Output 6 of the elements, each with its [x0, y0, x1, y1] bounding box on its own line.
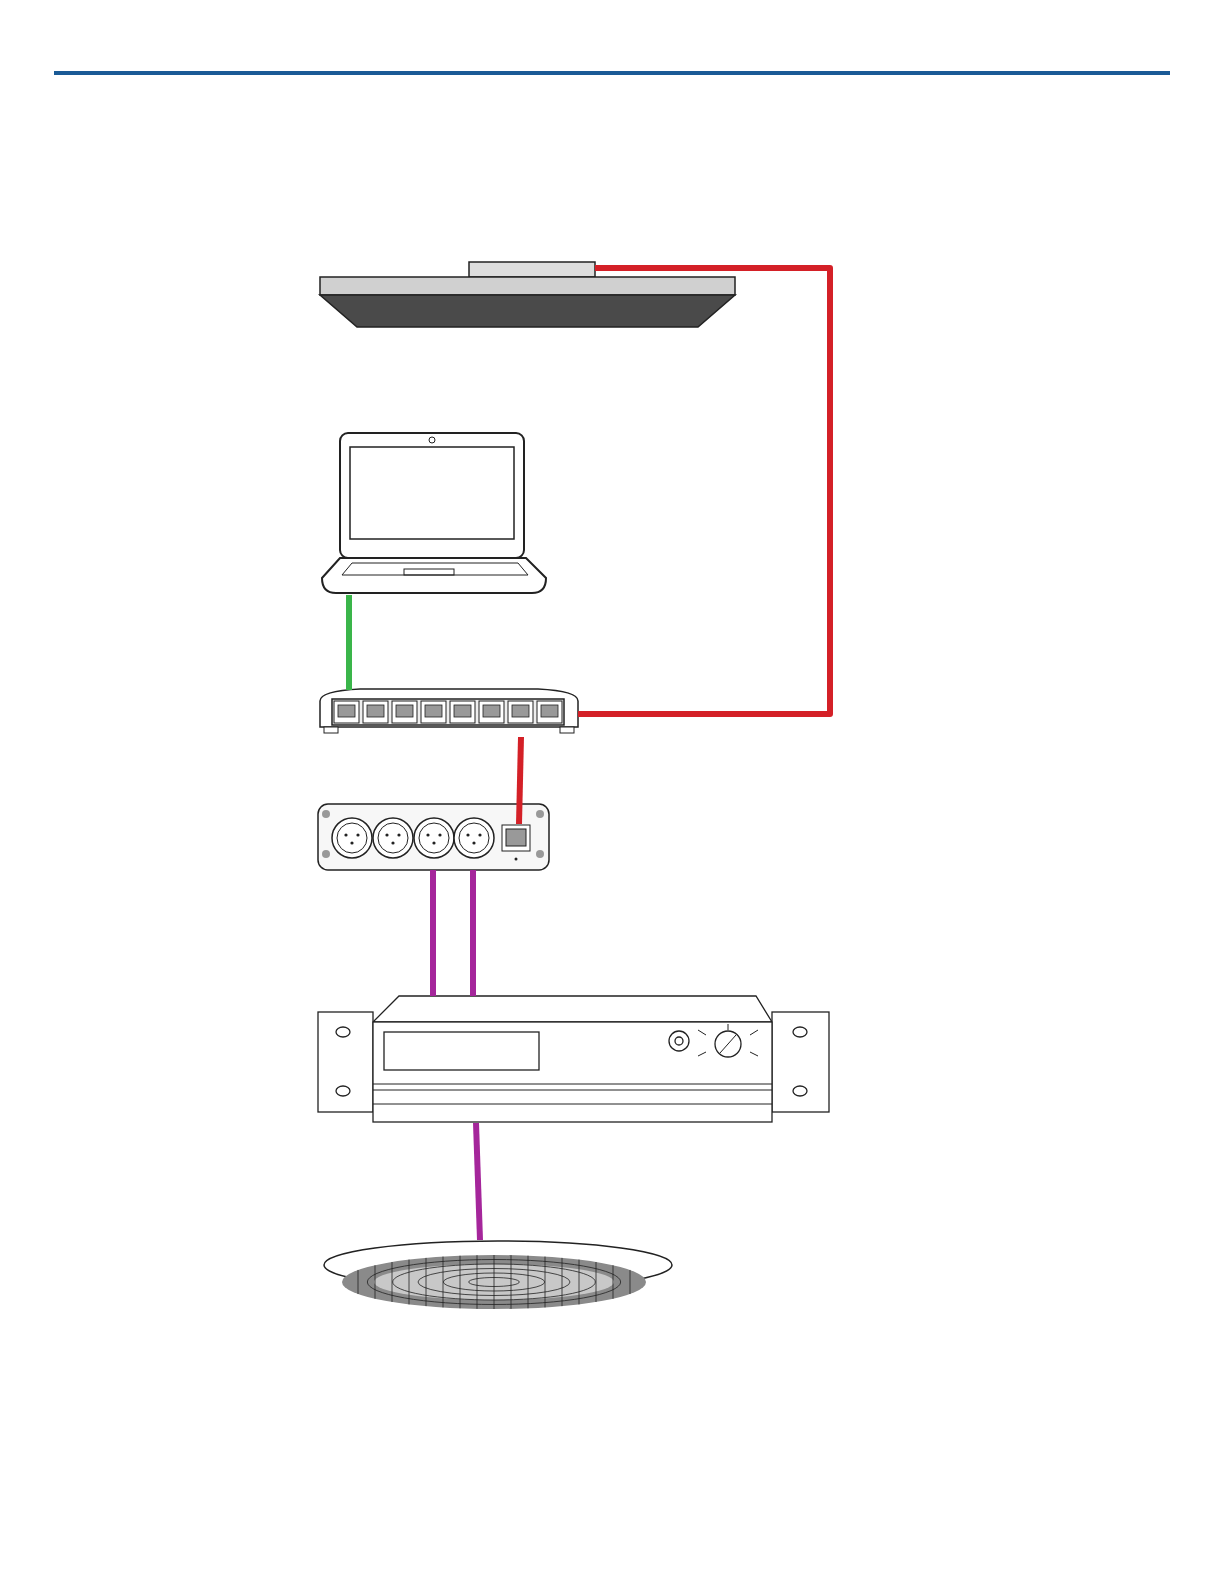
cable [470, 870, 476, 996]
cable [346, 595, 352, 690]
cable [516, 736, 524, 825]
cable [578, 265, 833, 717]
cable [430, 870, 436, 996]
cable [473, 1122, 483, 1241]
